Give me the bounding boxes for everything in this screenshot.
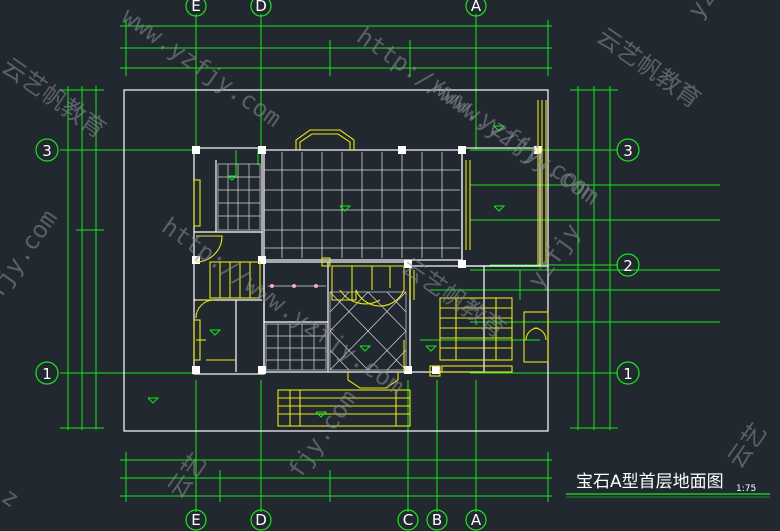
yellow-fixtures: [193, 100, 549, 427]
axis-label-left-1: 1: [42, 365, 52, 383]
axis-markers: [35, 0, 640, 531]
axis-bubble-bottom-d: [250, 509, 272, 531]
drawing-title: 宝石A型首层地面图: [576, 472, 724, 492]
watermark-fragment-1: fjy.com: [0, 205, 63, 304]
axis-label-bottom-d: D: [255, 511, 267, 529]
axis-bubble-bottom-b: [426, 509, 448, 531]
hall-tile-grid: [264, 152, 460, 258]
axis-bubble-bottom-e: [185, 509, 207, 531]
axis-bubble-left-3: [35, 138, 59, 162]
axis-label-bottom-b: B: [432, 511, 442, 529]
axis-bubble-top-d: [250, 0, 272, 17]
axis-label-left-3: 3: [42, 142, 52, 160]
axis-label-bottom-e: E: [191, 511, 200, 529]
drawing-title-block: 宝石A型首层地面图 1:75: [566, 472, 770, 498]
watermark-fragment-5: z: [0, 482, 24, 513]
watermark-fragment-3: 云艺: [162, 448, 212, 503]
axis-bubble-bottom-a: [465, 509, 487, 531]
axis-bubble-right-3: [616, 138, 640, 162]
axis-bubble-right-2: [616, 253, 640, 277]
elevation-symbols: [147, 125, 506, 418]
axis-label-right-3: 3: [623, 142, 633, 160]
axis-labels: E D A E D C B A 3 1 3 2 1: [42, 0, 633, 529]
axis-label-right-2: 2: [623, 257, 633, 275]
lower-room-tile-grid: [265, 323, 327, 371]
axis-bubble-left-1: [35, 361, 59, 385]
axis-bubble-right-1: [616, 361, 640, 385]
watermark-url-4: www.yzfjy.com: [427, 72, 597, 203]
axis-label-right-1: 1: [623, 365, 633, 383]
drawing-scale: 1:75: [736, 484, 756, 494]
axis-bubble-bottom-c: [397, 509, 419, 531]
axis-bubble-top-a: [465, 0, 487, 17]
watermarks: www.yzfjy.com http://www.yzfjy.com 云艺帆教育…: [0, 0, 772, 513]
watermark-brand-2: 云艺帆教育: [0, 52, 111, 144]
watermark-brand-1: 云艺帆教育: [592, 22, 706, 114]
watermark-url-6: fjy.com: [282, 385, 363, 484]
left-room-tile-grid: [217, 163, 261, 231]
axis-label-top-d: D: [255, 0, 267, 15]
axis-label-top-a: A: [471, 0, 482, 15]
axis-label-bottom-c: C: [403, 511, 413, 529]
axis-bubble-top-e: [185, 0, 207, 17]
axis-label-bottom-a: A: [471, 511, 482, 529]
watermark-fragment-4: 云艺: [722, 418, 772, 473]
watermark-url-5: yzfjy: [522, 218, 586, 293]
site-boundary: [123, 89, 549, 432]
watermark-fragment-2: yzfjy: [682, 0, 746, 23]
dimension-lines: [60, 14, 720, 512]
axis-label-top-e: E: [191, 0, 200, 15]
